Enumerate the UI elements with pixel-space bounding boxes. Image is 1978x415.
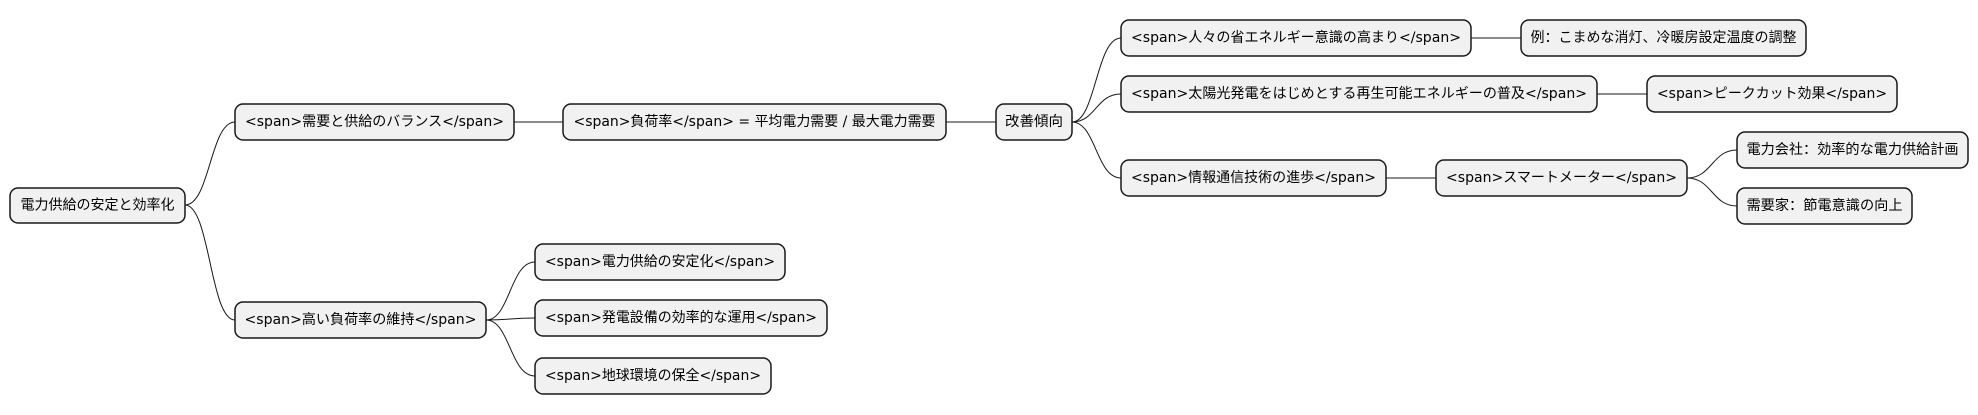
node-ict-label: <span>情報通信技術の進歩</span>: [1131, 170, 1376, 186]
node-trend: 改善傾向: [995, 103, 1073, 141]
node-smart-meter-label: <span>スマートメーター</span>: [1446, 170, 1677, 186]
node-environment-label: <span>地球環境の保全</span>: [545, 367, 761, 384]
node-peak-cut-label: <span>ピークカット効果</span>: [1657, 86, 1887, 102]
node-consumer: 需要家：節電意識の向上: [1736, 187, 1913, 225]
edge-smart-meter-consumer: [1686, 177, 1738, 207]
node-peak-cut: <span>ピークカット効果</span>: [1646, 75, 1898, 113]
edge-trend-renewable: [1071, 93, 1122, 123]
node-balance-label: <span>需要と供給のバランス</span>: [245, 114, 504, 130]
edge-high-load-stable: [485, 261, 536, 321]
node-smart-meter: <span>スマートメーター</span>: [1435, 159, 1688, 197]
edges: [184, 37, 1738, 377]
node-consumer-label: 需要家：節電意識の向上: [1747, 197, 1903, 214]
node-load-factor: <span>負荷率</span> = 平均電力需要 / 最大電力需要: [562, 103, 947, 141]
node-trend-label: 改善傾向: [1005, 114, 1063, 130]
edge-trend-awareness: [1071, 37, 1122, 123]
node-root-label: 電力供給の安定と効率化: [21, 197, 175, 214]
node-high-load-label: <span>高い負荷率の維持</span>: [245, 311, 477, 328]
edge-high-load-efficient: [485, 317, 536, 321]
node-ict: <span>情報通信技術の進歩</span>: [1120, 159, 1387, 197]
node-renewable: <span>太陽光発電をはじめとする再生可能エネルギーの普及</span>: [1120, 75, 1598, 113]
edge-root-high-load: [184, 204, 236, 321]
edge-root-balance: [184, 121, 236, 206]
node-efficient-label: <span>発電設備の効率的な運用</span>: [545, 309, 817, 326]
node-utility-label: 電力会社：効率的な電力供給計画: [1747, 141, 1959, 158]
node-utility: 電力会社：効率的な電力供給計画: [1736, 131, 1969, 169]
node-root: 電力供給の安定と効率化: [9, 187, 186, 224]
node-awareness-label: <span>人々の省エネルギー意識の高まり</span>: [1131, 29, 1461, 46]
node-environment: <span>地球環境の保全</span>: [534, 357, 772, 395]
node-awareness-example: 例：こまめな消灯、冷暖房設定温度の調整: [1520, 19, 1807, 57]
node-renewable-label: <span>太陽光発電をはじめとする再生可能エネルギーの普及</span>: [1131, 86, 1587, 102]
edge-high-load-environment: [485, 319, 536, 377]
node-awareness: <span>人々の省エネルギー意識の高まり</span>: [1120, 19, 1472, 57]
edge-trend-ict: [1071, 121, 1122, 179]
node-stable: <span>電力供給の安定化</span>: [534, 243, 786, 281]
node-load-factor-label: <span>負荷率</span> = 平均電力需要 / 最大電力需要: [574, 113, 936, 130]
node-balance: <span>需要と供給のバランス</span>: [234, 103, 515, 141]
edge-smart-meter-utility: [1686, 149, 1738, 179]
node-efficient: <span>発電設備の効率的な運用</span>: [534, 299, 828, 337]
node-stable-label: <span>電力供給の安定化</span>: [545, 254, 775, 270]
node-awareness-example-label: 例：こまめな消灯、冷暖房設定温度の調整: [1531, 30, 1797, 46]
node-high-load: <span>高い負荷率の維持</span>: [234, 301, 487, 339]
